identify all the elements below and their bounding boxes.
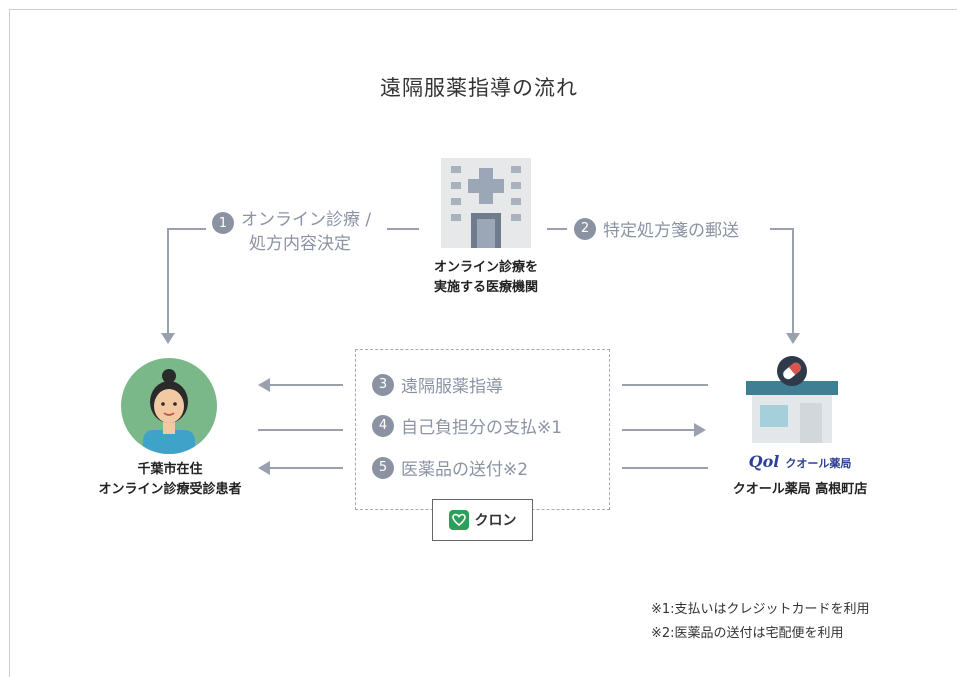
step-3-arrow-right [622, 384, 708, 386]
hospital-label: オンライン診療を 実施する医療機関 [433, 260, 538, 295]
step-5-number: 5 [372, 456, 394, 479]
step-2-connector-right [770, 228, 793, 230]
pharmacy-label: クオール薬局 高根町店 [732, 482, 868, 497]
step-1-text-line1: オンライン診療 / [241, 210, 372, 230]
step-5-arrow-right [622, 467, 708, 469]
arrow-head-down-icon [786, 333, 800, 344]
footnote-1: ※1:支払いはクレジットカードを利用 [651, 602, 870, 617]
step-2: 2 特定処方箋の郵送 [574, 216, 739, 241]
cron-service-name: クロン [474, 513, 517, 529]
diagram-frame [9, 9, 957, 677]
step-5-arrow-left [270, 467, 343, 469]
pharmacy-logo: Qol クオール薬局 [725, 452, 875, 471]
patient-avatar-icon [121, 358, 217, 454]
cron-service-badge: クロン [432, 499, 533, 541]
footnotes: ※1:支払いはクレジットカードを利用 ※2:医薬品の送付は宅配便を利用 [651, 598, 870, 646]
step-4-text: 自己負担分の支払※1 [401, 418, 563, 438]
step-1: 1 オンライン診療 / 処方内容決定 [212, 208, 371, 256]
step-4-arrow-left [258, 429, 343, 431]
step-5-text: 医薬品の送付※2 [401, 460, 529, 480]
footnote-2: ※2:医薬品の送付は宅配便を利用 [651, 626, 844, 641]
step-4-arrow-right [622, 429, 696, 431]
step-1-text-line2: 処方内容決定 [249, 234, 351, 254]
arrow-head-right-icon [694, 423, 706, 437]
pharmacy-logo-mark: Qol [748, 452, 780, 471]
step-3-number: 3 [372, 373, 394, 396]
step-1-connector-left [168, 228, 206, 230]
step-3-arrow-left [270, 384, 343, 386]
step-2-text: 特定処方箋の郵送 [603, 221, 739, 241]
step-1-connector-right [387, 228, 419, 230]
arrow-head-left-icon [258, 378, 270, 392]
hospital-icon [441, 158, 531, 248]
step-3-text: 遠隔服薬指導 [401, 377, 503, 397]
step-5: 5 医薬品の送付※2 [372, 455, 528, 480]
pharmacy-icon [746, 356, 838, 443]
diagram-title: 遠隔服薬指導の流れ [380, 76, 578, 100]
step-4: 4 自己負担分の支払※1 [372, 413, 562, 438]
step-2-number: 2 [574, 217, 596, 240]
pharmacy-logo-kana: クオール薬局 [785, 457, 852, 470]
step-3: 3 遠隔服薬指導 [372, 372, 503, 397]
step-4-number: 4 [372, 414, 394, 437]
arrow-head-down-icon [161, 333, 175, 344]
step-2-connector-down [792, 228, 794, 338]
arrow-head-left-icon [258, 461, 270, 475]
step-1-connector-down [167, 228, 169, 338]
step-1-number: 1 [212, 212, 234, 234]
patient-label: 千葉市在住 オンライン診療受診患者 [98, 462, 242, 497]
heart-shield-icon [448, 510, 469, 530]
step-2-connector-left [547, 228, 567, 230]
